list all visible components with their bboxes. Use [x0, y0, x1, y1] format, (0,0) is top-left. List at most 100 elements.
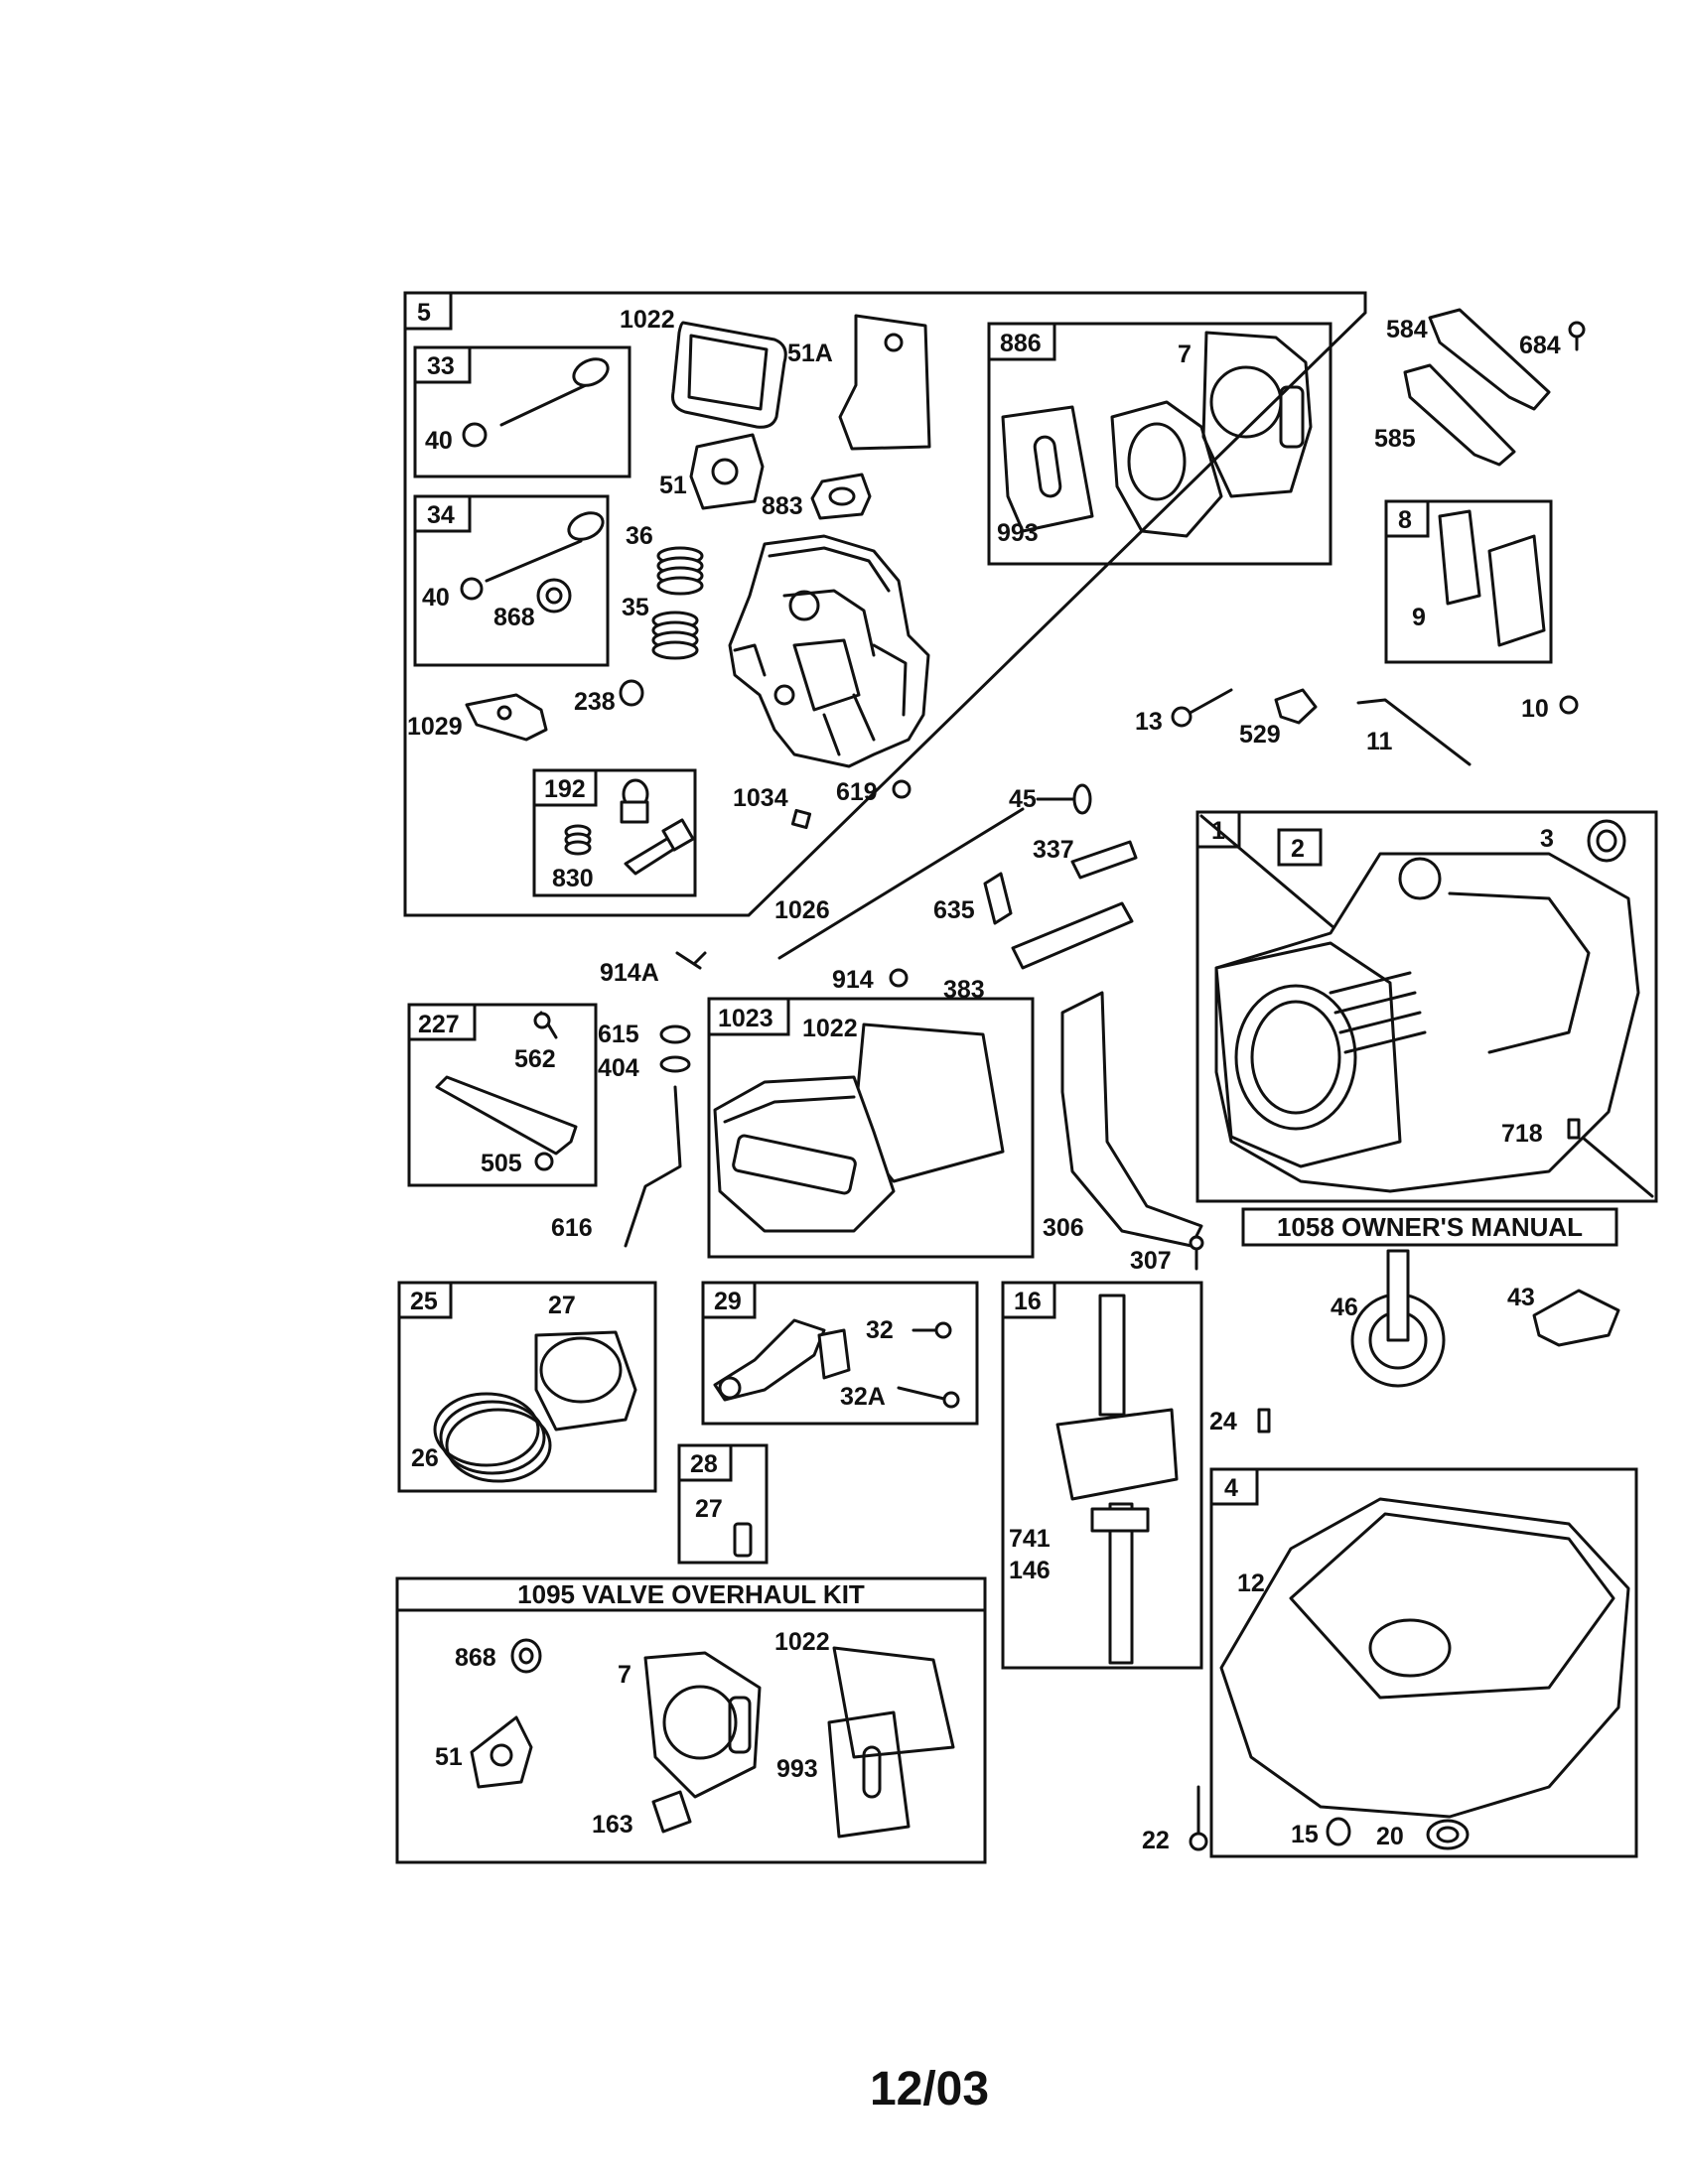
mcr-43-part	[1532, 1289, 1620, 1347]
group-34-tag	[413, 494, 472, 533]
callout-914A: 914A	[600, 959, 659, 987]
governor-shaft-616-part	[624, 1085, 682, 1248]
kit-cover-gasket-1022-part	[832, 1646, 955, 1759]
valve-head-part	[572, 357, 610, 387]
bolt-914a-part	[675, 951, 702, 970]
callout-1029: 1029	[407, 713, 463, 741]
callout-46: 46	[1331, 1294, 1358, 1321]
callout-883: 883	[762, 492, 803, 520]
breather-cover-part	[1487, 534, 1546, 647]
owners-manual-title: 1058 OWNER'S MANUAL	[1277, 1212, 1583, 1242]
callout-227: 227	[418, 1011, 460, 1038]
cylinder-head-gasket-bore	[1209, 365, 1283, 439]
screw-619-part	[892, 779, 912, 799]
group-1095-valve-overhaul-kit: 1095 VALVE OVERHAUL KIT 868 51 7 163 102…	[395, 1576, 987, 1864]
crank-gear-part	[1090, 1507, 1150, 1533]
bolt-914a-shank	[693, 951, 707, 965]
callout-1034: 1034	[733, 784, 788, 812]
callout-1023: 1023	[718, 1005, 773, 1032]
owners-manual-frame	[1241, 1207, 1618, 1247]
air-guide-306-part	[1060, 991, 1203, 1248]
plug-part	[619, 679, 644, 707]
kit-gasket-993-slot	[862, 1745, 882, 1799]
callout-28: 28	[690, 1450, 718, 1478]
kit-seal-868-part	[510, 1638, 542, 1674]
washer-404-part	[659, 1055, 691, 1073]
valve-cover-gasket-part	[671, 321, 787, 429]
callout-20: 20	[1376, 1823, 1404, 1850]
callout-718: 718	[1501, 1120, 1543, 1148]
cylinder-bore-outer	[1234, 984, 1357, 1131]
valve-cover-gasket-inner	[687, 334, 769, 411]
group-25-tag	[397, 1281, 453, 1319]
callout-914: 914	[832, 966, 874, 994]
callout-40-exhaust: 40	[422, 584, 450, 612]
rod-cap-part	[817, 1328, 851, 1380]
kit-gasket-51-hole	[490, 1743, 513, 1767]
callout-26: 26	[411, 1444, 439, 1472]
breather-nut-part	[620, 800, 649, 824]
link-rod-11-part	[1356, 698, 1472, 766]
valve-seal-inner	[545, 587, 563, 605]
callout-51: 51	[659, 472, 687, 499]
exhaust-valve-keeper-part	[460, 577, 484, 601]
group-33-frame	[413, 345, 632, 478]
group-4-frame	[1209, 1467, 1638, 1858]
seal-20-part	[1426, 1819, 1470, 1850]
spark-plug-337-part	[1070, 840, 1138, 880]
callout-16: 16	[1014, 1288, 1042, 1315]
cylinder-head-gasket-port	[1279, 385, 1305, 449]
group-192-frame	[532, 768, 697, 897]
rod-bolt-32a-head	[942, 1391, 960, 1409]
callout-32A: 32A	[840, 1383, 886, 1411]
group-28-tag	[677, 1443, 733, 1482]
rocker-arm-pivot	[496, 705, 512, 721]
callout-2: 2	[1291, 835, 1305, 863]
cylinder-block-part	[1214, 941, 1402, 1168]
group-1-frame	[1195, 810, 1658, 1203]
rod-bolt-32-head	[934, 1321, 952, 1339]
group-34-frame	[413, 494, 610, 667]
seal-20-inner	[1436, 1826, 1460, 1843]
callout-36: 36	[626, 522, 653, 550]
callout-3: 3	[1540, 825, 1554, 853]
piston-pin-part	[733, 1522, 753, 1558]
group-886-frame	[987, 322, 1333, 566]
callout-11: 11	[1366, 728, 1393, 755]
callout-886: 886	[1000, 330, 1042, 357]
callout-584: 584	[1386, 316, 1428, 343]
breather-gasket-9-part	[1438, 509, 1481, 606]
carb-gasket-hole	[828, 486, 856, 506]
callout-741: 741	[1009, 1525, 1051, 1553]
sump-gasket-12	[1289, 1512, 1615, 1700]
callout-1022: 1022	[620, 306, 675, 334]
valve-cover-ridge	[723, 1095, 856, 1124]
kit-head-gasket-port	[728, 1696, 752, 1754]
connecting-rod-part	[713, 1318, 826, 1402]
carb-gasket-part	[810, 473, 872, 520]
kit-gasket-993-part	[827, 1710, 911, 1839]
crank-seal-3-inner	[1596, 829, 1617, 853]
callout-43: 43	[1507, 1284, 1535, 1311]
callout-10: 10	[1521, 695, 1549, 723]
callout-40: 40	[425, 427, 453, 455]
callout-7: 7	[1178, 341, 1192, 368]
group-33-tag	[413, 345, 472, 384]
plug-15-part	[1326, 1817, 1351, 1846]
group-4-sump: 4 12 15 20	[1209, 1467, 1638, 1858]
group-29-tag	[701, 1281, 757, 1319]
screw-684-part	[1568, 321, 1586, 339]
pushrod-45-head	[1072, 783, 1092, 815]
callout-15: 15	[1291, 1821, 1319, 1848]
callout-27-pin: 27	[695, 1495, 723, 1523]
bolt-13-head	[1171, 706, 1193, 728]
callout-25: 25	[410, 1288, 438, 1315]
group-16-crankshaft: 16 741 146	[1001, 1281, 1203, 1670]
kit-head-gasket-bore	[662, 1685, 738, 1760]
crankshaft-web-part	[1055, 1408, 1179, 1501]
group-8-tag	[1384, 499, 1430, 538]
group-25-frame	[397, 1281, 657, 1493]
screw-562-head	[533, 1012, 551, 1029]
